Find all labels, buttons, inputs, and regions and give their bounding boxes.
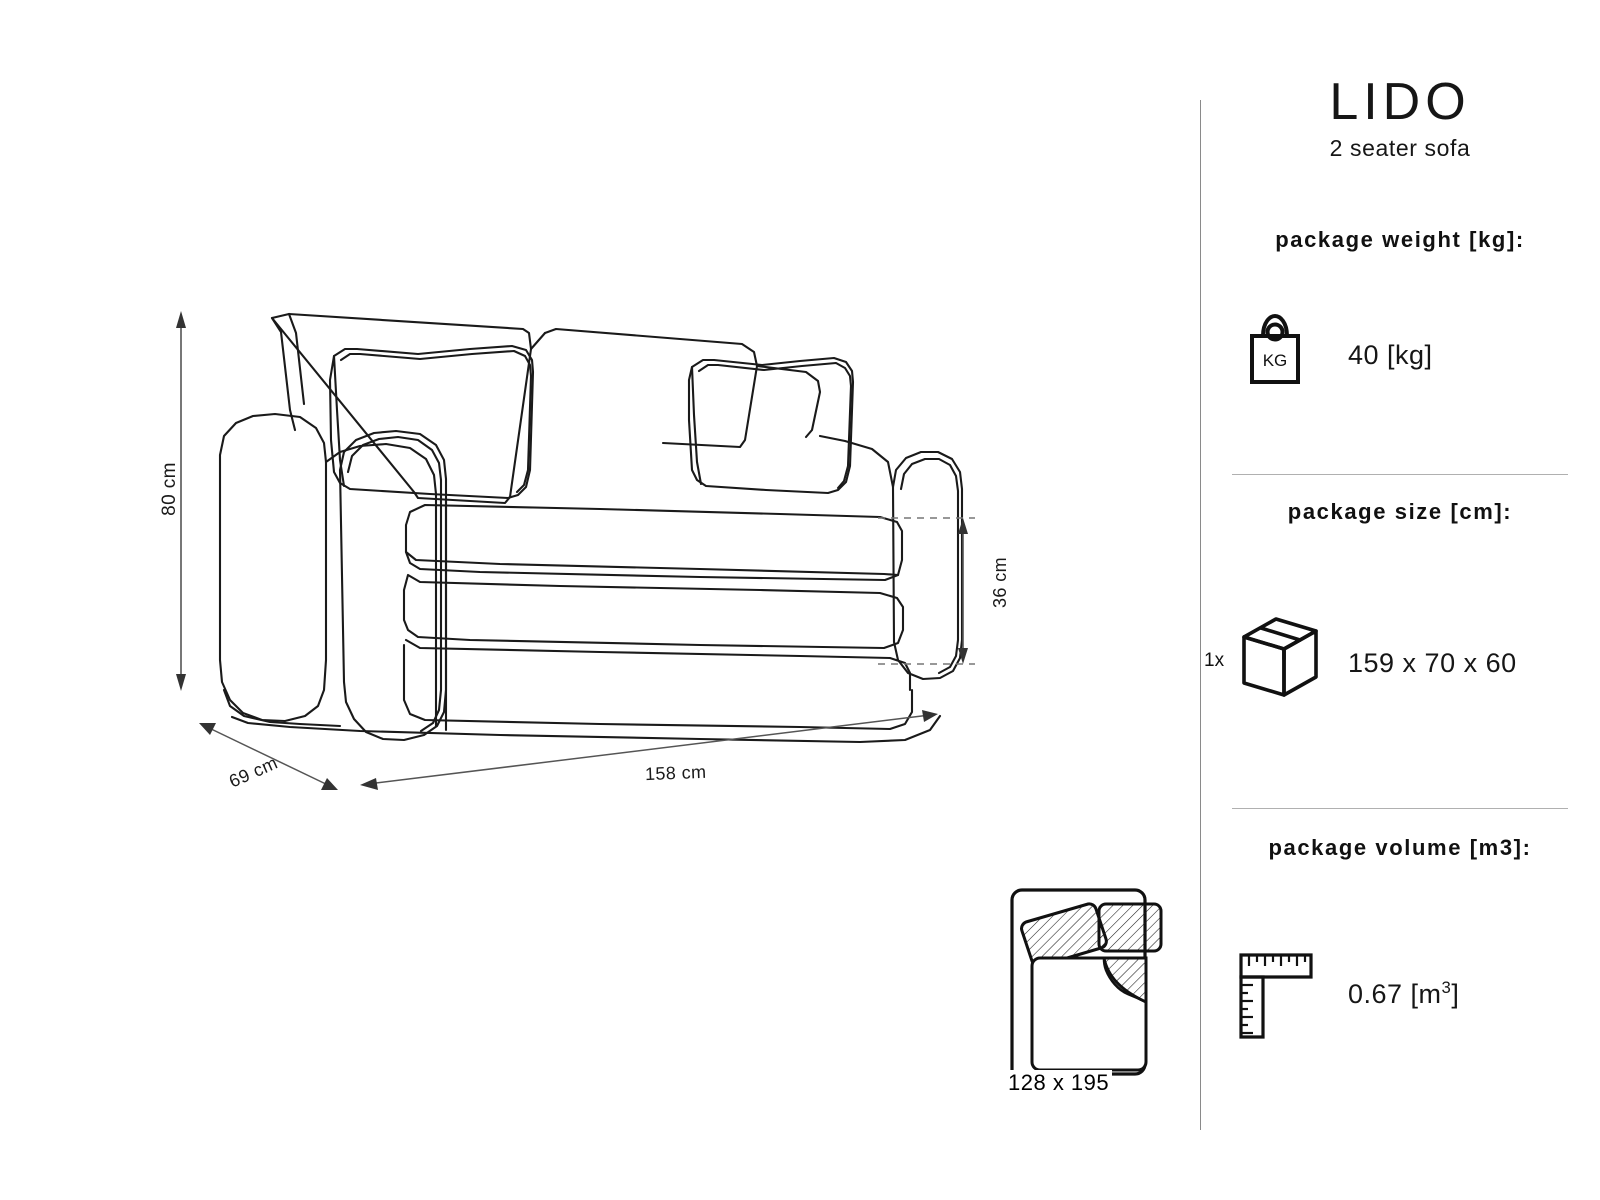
product-subtitle: 2 seater sofa bbox=[1329, 135, 1471, 161]
package-size-label: package size [cm]: bbox=[1287, 499, 1513, 524]
package-volume-value: 0.67 [m3] bbox=[1348, 978, 1459, 1010]
section-divider-1 bbox=[1232, 474, 1568, 475]
sofa-perspective-drawing bbox=[176, 311, 975, 790]
weight-icon-unit: KG bbox=[1263, 351, 1288, 370]
panel-vertical-divider bbox=[1200, 100, 1201, 1130]
package-volume-exponent: 3 bbox=[1441, 978, 1452, 997]
bed-top-view-icon bbox=[1010, 888, 1163, 1076]
dimension-label-seat-height: 36 cm bbox=[990, 556, 1011, 609]
dimension-depth-69 bbox=[199, 723, 338, 790]
page-title: LIDO bbox=[1329, 73, 1471, 131]
section-divider-2 bbox=[1232, 808, 1568, 809]
bed-size-label: 128 x 195 bbox=[1005, 1070, 1113, 1096]
dimension-height-80 bbox=[176, 311, 186, 691]
package-weight-value: 40 [kg] bbox=[1348, 340, 1433, 370]
dimension-width-158 bbox=[360, 710, 938, 790]
package-quantity-label: 1x bbox=[1204, 650, 1225, 671]
package-volume-label: package volume [m3]: bbox=[1268, 835, 1532, 860]
package-volume-number: 0.67 [m bbox=[1348, 979, 1442, 1009]
dimension-label-height: 80 cm bbox=[158, 462, 180, 516]
package-volume-bracket: ] bbox=[1451, 979, 1460, 1009]
info-panel: LIDO 2 seater sofa package weight [kg]: … bbox=[1200, 0, 1600, 1200]
package-size-value: 159 x 70 x 60 bbox=[1348, 648, 1517, 678]
dimension-label-width: 158 cm bbox=[644, 761, 707, 785]
sofa-drawing-area: 80 cm 36 cm 69 cm 158 cm 128 x 195 bbox=[158, 311, 1163, 1096]
weight-bag-icon: KG bbox=[1250, 313, 1300, 384]
package-weight-label: package weight [kg]: bbox=[1275, 227, 1525, 252]
l-ruler-icon bbox=[1239, 953, 1313, 1039]
cardboard-box-icon bbox=[1242, 617, 1318, 697]
dimension-seatheight-36 bbox=[878, 517, 975, 665]
